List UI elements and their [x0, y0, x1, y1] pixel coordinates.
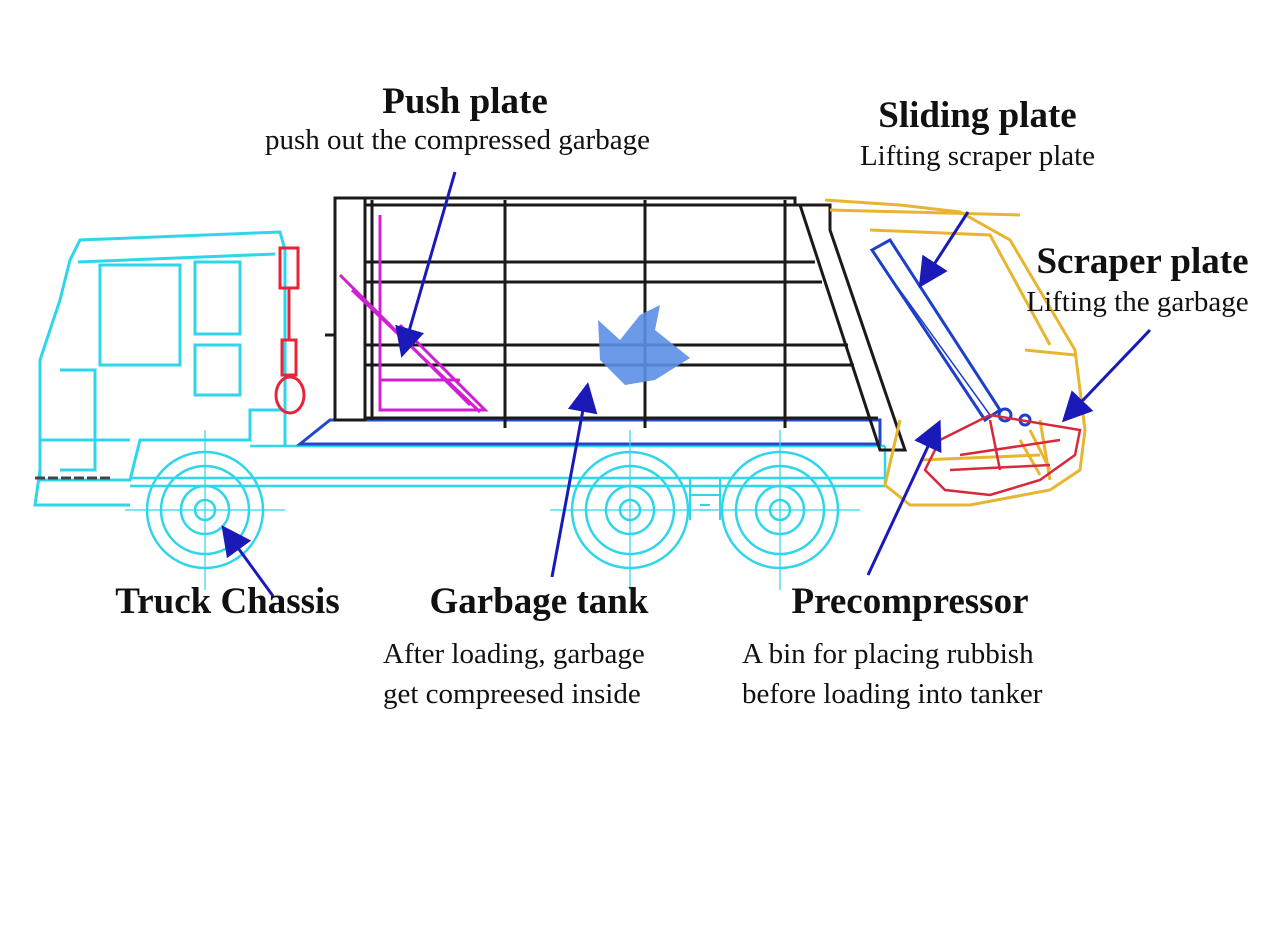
rear-wheel-1 — [550, 430, 710, 590]
tank-highlight-mark — [598, 305, 690, 385]
push-plate-arrow — [395, 171, 457, 358]
scraper-plate-desc: Lifting the garbage — [1026, 286, 1249, 318]
cab-lift-cylinder — [274, 246, 306, 415]
garbage-tank-desc-line2: get compreesed inside — [383, 678, 641, 710]
sliding-plate-arrow — [918, 211, 970, 289]
scraper-bucket — [923, 413, 1082, 497]
scraper-plate-arrow — [1061, 328, 1152, 423]
sliding-plate-desc: Lifting scraper plate — [859, 140, 1096, 172]
precompressor-title: Precompressor — [791, 581, 1029, 622]
precompressor-desc-line1: A bin for placing rubbish — [742, 638, 1034, 670]
precompressor-hopper — [824, 198, 1087, 507]
garbage-tank-title: Garbage tank — [429, 581, 649, 622]
push-plate-mechanism — [338, 215, 489, 414]
push-plate-title: Push plate — [382, 81, 548, 122]
garbage-tank-body — [325, 196, 908, 452]
sliding-plate-title: Sliding plate — [878, 95, 1077, 136]
body-bed — [295, 418, 882, 446]
rear-suspension — [689, 478, 721, 520]
garbage-tank-desc-line1: After loading, garbage — [383, 638, 645, 670]
precompressor-arrow — [866, 419, 942, 576]
chassis-frame — [130, 444, 887, 488]
push-plate-desc: push out the compressed garbage — [265, 124, 650, 156]
truck-cab — [33, 230, 287, 507]
truck-chassis-title: Truck Chassis — [115, 581, 340, 622]
rear-wheel-2 — [700, 430, 860, 590]
front-wheel — [125, 430, 285, 590]
truck-chassis-arrow — [221, 525, 275, 597]
pointer-arrows — [221, 171, 1152, 597]
garbage-tank-arrow — [550, 382, 598, 578]
precompressor-desc-line2: before loading into tanker — [742, 678, 1043, 710]
scraper-plate-title: Scraper plate — [1036, 241, 1249, 282]
